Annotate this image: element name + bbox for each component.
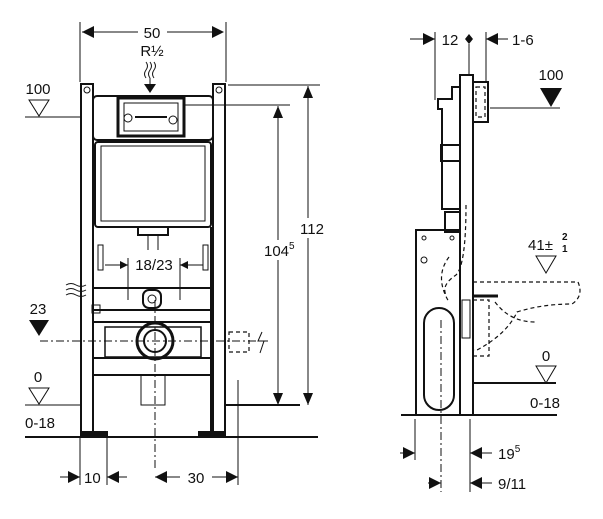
leg-offset-label: 10 bbox=[84, 470, 101, 487]
level-100-label: 100 bbox=[25, 81, 50, 98]
seat-tolerance-minus: 1 bbox=[562, 244, 568, 255]
level-marker-open bbox=[28, 99, 50, 117]
water-supply-icon bbox=[65, 283, 101, 314]
level-marker-filled bbox=[540, 88, 562, 107]
dim-19-label: 195 bbox=[498, 444, 521, 463]
depth-12-label: 12 bbox=[442, 32, 459, 49]
drain-spacing-label: 18/23 bbox=[135, 257, 173, 274]
level-marker-open bbox=[535, 255, 557, 274]
side-floor-range-label: 0-18 bbox=[530, 395, 560, 412]
level-23-label: 23 bbox=[30, 301, 47, 318]
level-0-label: 0 bbox=[34, 369, 42, 386]
electric-icon bbox=[257, 331, 265, 354]
wall-range-label: 1-6 bbox=[512, 32, 534, 49]
water-inlet-label: R½ bbox=[140, 43, 164, 60]
front-view: 50 R½ 18/23 bbox=[25, 22, 324, 487]
water-inlet-icon bbox=[144, 61, 156, 93]
height-112-label: 112 bbox=[300, 221, 324, 238]
side-view: 12 1-6 100 41± 2 1 0 0-1 bbox=[400, 32, 581, 493]
side-level-100-label: 100 bbox=[538, 67, 563, 84]
level-marker-filled bbox=[29, 320, 49, 336]
side-level-0-label: 0 bbox=[542, 348, 550, 365]
width-dimension-label: 50 bbox=[144, 25, 161, 42]
floor-range-label: 0-18 bbox=[25, 415, 55, 432]
drain-offset-label: 30 bbox=[188, 470, 205, 487]
seat-height-label: 41± bbox=[528, 237, 553, 254]
dim-9-11-label: 9/11 bbox=[498, 476, 526, 493]
seat-tolerance-plus: 2 bbox=[562, 232, 568, 243]
height-104-label: 1045 bbox=[264, 241, 295, 260]
electrical-box bbox=[228, 331, 250, 353]
